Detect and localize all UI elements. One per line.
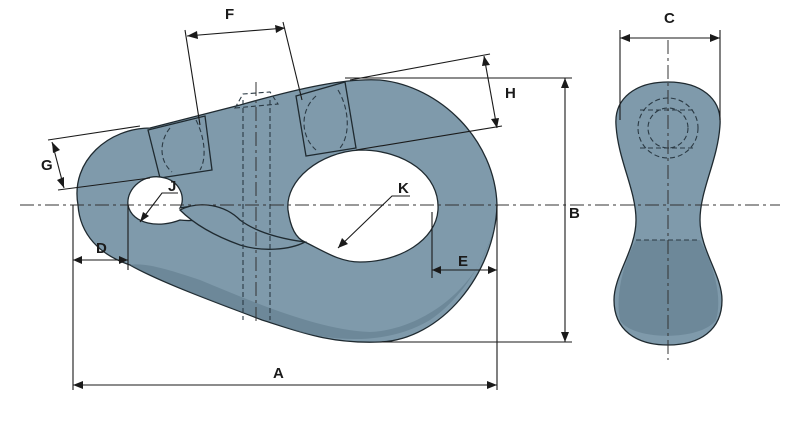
label-D: D [96,240,107,257]
insert-right [295,81,357,157]
front-hidden-ring-inner [647,107,689,149]
dim-K-leader [337,195,410,249]
front-shading [618,240,719,336]
dim-H-extension-bottom [355,125,503,151]
insert-right-hidden [303,89,348,151]
center-wedge [178,204,308,250]
dim-C-arrows [620,34,720,42]
link-shading [130,225,495,340]
label-F: F [225,6,234,23]
label-G: G [41,157,53,174]
dim-H-line [483,55,498,129]
dim-H-arrows [482,56,499,128]
label-C: C [664,10,675,27]
label-A: A [273,365,284,382]
center-lines [20,40,780,360]
insert-left-hidden [161,119,205,173]
dim-J-leader [139,192,178,223]
dim-G-extension-bottom [57,177,151,191]
label-H: H [505,85,516,102]
dimensions [47,21,721,390]
dim-H-extension-top [349,53,491,81]
dimension-labels: A B C D E F G H J K [41,6,675,382]
dim-G-arrows [52,142,64,188]
label-K: K [398,180,409,197]
dim-K-arrow [338,238,348,248]
label-J: J [168,178,176,195]
dim-G-extension-top [47,125,141,141]
dim-F-extension-left [184,29,201,126]
dim-F-extension-right [282,21,303,101]
side-view [76,79,498,343]
front-hidden-ring-outer [637,97,699,159]
pin-head [233,91,279,109]
front-view [613,81,723,346]
dim-F-arrows [187,25,285,39]
insert-left [147,115,213,179]
dim-F-line [186,27,286,37]
dim-J-arrow [140,212,149,222]
large-hole [287,149,439,263]
label-E: E [458,253,468,270]
label-B: B [569,205,580,222]
